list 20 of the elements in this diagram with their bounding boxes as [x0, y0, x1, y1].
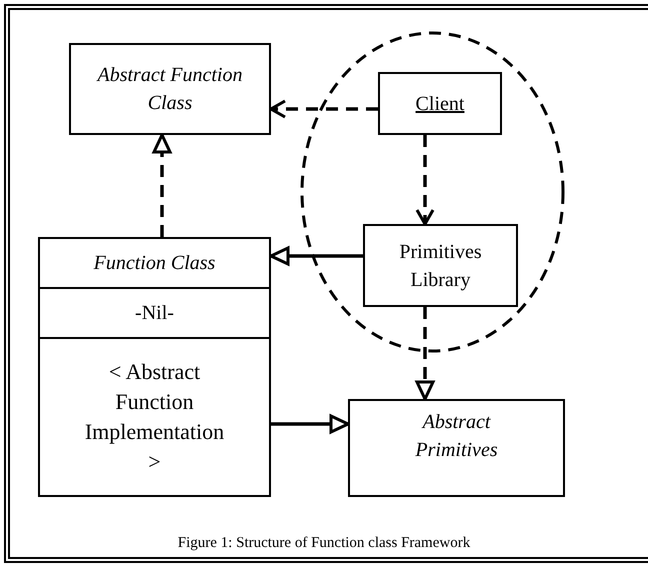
arrow [416, 135, 434, 226]
class-box [363, 224, 518, 307]
class-attributes: -Nil- [135, 301, 174, 326]
class-box [38, 237, 271, 497]
class-box [69, 43, 271, 135]
grouping-ellipse [300, 32, 564, 352]
arrow [270, 100, 378, 118]
class-name: Abstract Function Class [96, 63, 244, 116]
class-name: Client [416, 92, 464, 116]
caption: Figure 1: Structure of Function class Framework [178, 534, 470, 553]
class-name: Function Class [94, 251, 216, 276]
arrow [270, 246, 363, 266]
class-box [378, 72, 502, 135]
class-box [348, 399, 565, 497]
class-methods: < Abstract Function Implementation > [84, 358, 226, 476]
arrow [271, 414, 350, 434]
arrow [152, 134, 172, 237]
class-name: Abstract Primitives [414, 410, 499, 463]
arrow [416, 307, 434, 400]
class-name: Primitives Library [398, 240, 483, 292]
